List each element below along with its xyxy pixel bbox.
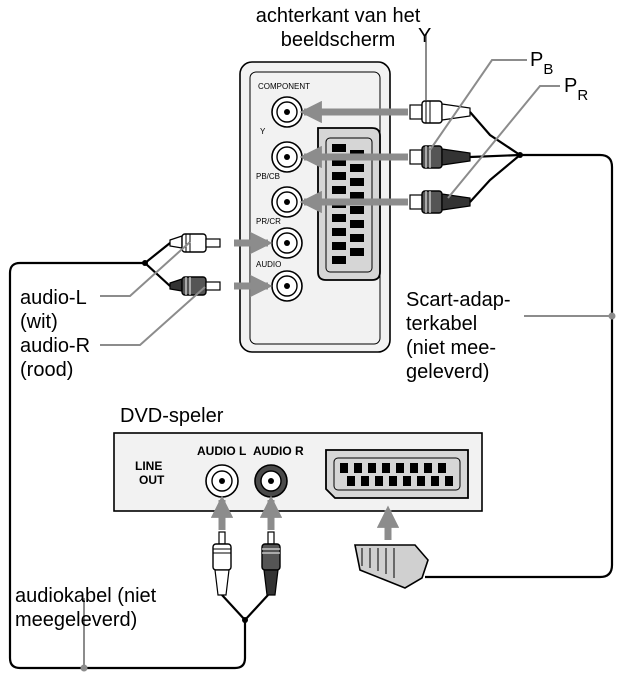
audio-cable-label-1: audiokabel (niet bbox=[15, 585, 157, 607]
pr-sub: R bbox=[577, 87, 588, 104]
dvd-audio-l-label: AUDIO L bbox=[197, 444, 246, 458]
y-cable-label: Y bbox=[418, 25, 431, 47]
out-label: OUT bbox=[139, 473, 165, 487]
tv-back-label-line1: achterkant van het bbox=[256, 5, 421, 27]
connection-arrows-dvd bbox=[210, 495, 400, 540]
plug-y bbox=[409, 100, 471, 124]
pb-cable-label: PB bbox=[530, 49, 553, 78]
jack-audio-l bbox=[271, 227, 303, 259]
dvd-jack-audio-r bbox=[254, 464, 288, 498]
tv-back-label-line2: beeldscherm bbox=[281, 29, 396, 51]
dvd-jack-audio-l bbox=[205, 464, 239, 498]
pb-cb-label: PB/CB bbox=[256, 172, 280, 181]
dvd-player-label: DVD-speler bbox=[120, 405, 224, 427]
audio-jack-label: AUDIO bbox=[256, 260, 281, 269]
scart-cable-label-2: terkabel bbox=[406, 313, 477, 335]
jack-pb bbox=[271, 141, 303, 173]
plug-pr bbox=[409, 190, 471, 214]
dvd-scart-socket bbox=[325, 449, 469, 499]
pb-main: P bbox=[530, 49, 543, 71]
audio-l-label-1: audio-L bbox=[20, 287, 87, 309]
jack-y bbox=[271, 96, 303, 128]
leader-dots bbox=[80, 312, 616, 672]
cable-junctions bbox=[142, 152, 523, 623]
scart-cable-label-4: geleverd) bbox=[406, 361, 489, 383]
pr-main: P bbox=[564, 75, 577, 97]
audio-cable-label-2: meegeleverd) bbox=[15, 609, 137, 631]
component-label: COMPONENT bbox=[258, 82, 310, 91]
dvd-plug-audio-l bbox=[212, 531, 232, 596]
jack-pr bbox=[271, 186, 303, 218]
leader-lines bbox=[83, 34, 612, 668]
dvd-audio-r-label: AUDIO R bbox=[253, 444, 304, 458]
scart-adapter-plug bbox=[354, 544, 429, 589]
audio-r-label-1: audio-R bbox=[20, 335, 90, 357]
plug-pb bbox=[409, 145, 471, 169]
jack-audio-r bbox=[271, 270, 303, 302]
audio-l-label-2: (wit) bbox=[20, 311, 58, 333]
pr-cr-label: PR/CR bbox=[256, 217, 281, 226]
scart-cable-label-1: Scart-adap- bbox=[406, 289, 511, 311]
pr-cable-label: PR bbox=[564, 75, 588, 104]
line-label: LINE bbox=[135, 459, 162, 473]
plug-audio-l-tv bbox=[169, 233, 221, 253]
audio-r-label-2: (rood) bbox=[20, 359, 73, 381]
plug-audio-r-tv bbox=[169, 276, 221, 296]
connection-arrows-tv bbox=[234, 100, 408, 298]
y-jack-label: Y bbox=[260, 127, 266, 136]
dvd-plug-audio-r bbox=[261, 531, 281, 596]
scart-cable-label-3: (niet mee- bbox=[406, 337, 496, 359]
pb-sub: B bbox=[543, 61, 553, 78]
